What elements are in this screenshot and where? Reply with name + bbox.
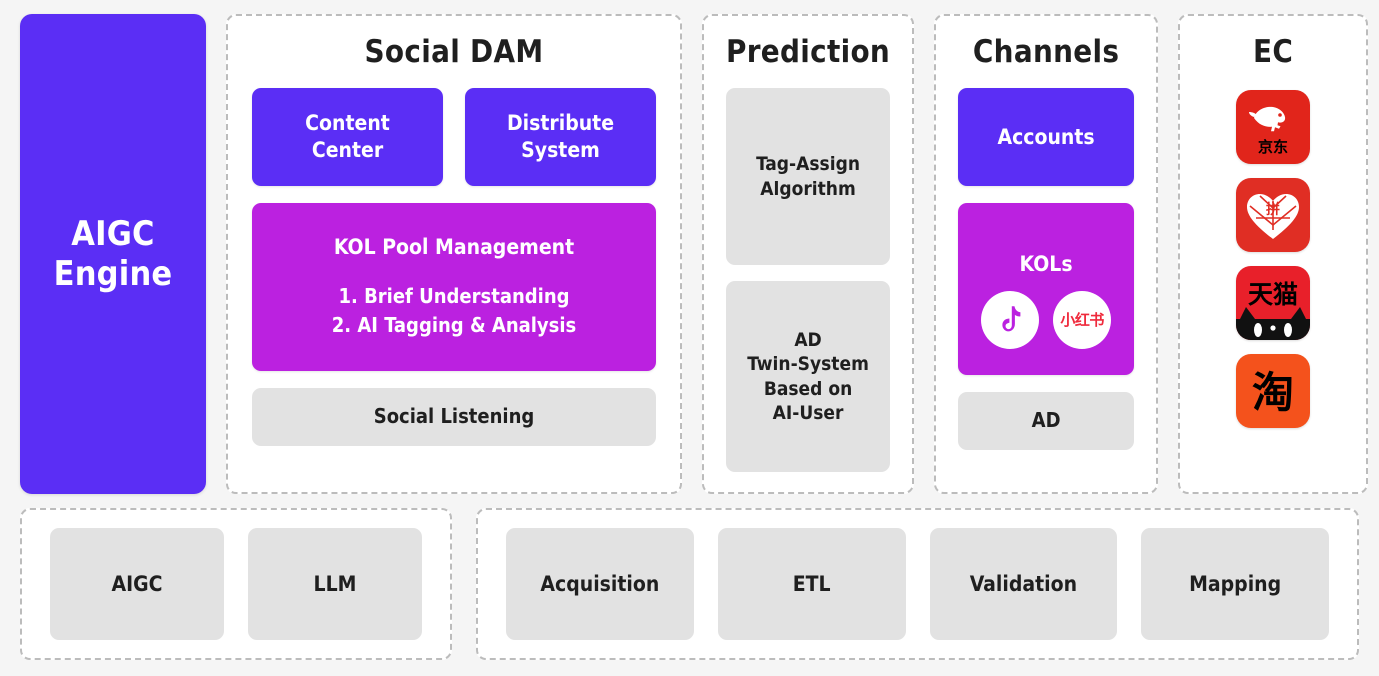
column-prediction: Prediction Tag-Assign Algorithm AD Twin-…: [702, 14, 915, 494]
bottom-region: AIGC LLM Acquisition ETL Validation Mapp…: [20, 508, 1359, 660]
block-kols[interactable]: KOLs 小红书: [958, 203, 1135, 375]
column-ec: EC 京东: [1178, 14, 1369, 494]
tmall-label: 天猫: [1248, 280, 1298, 309]
jd-label: 京东: [1258, 138, 1288, 156]
block-ad-twin-system[interactable]: AD Twin-System Based on AI-User: [726, 281, 891, 472]
column-title-ec: EC: [1253, 34, 1294, 70]
taobao-label: 淘: [1252, 368, 1294, 417]
channels-body: Accounts KOLs 小红书 AD: [958, 88, 1135, 472]
top-region: AIGC Engine Social DAM Content Center Di…: [20, 14, 1369, 494]
ec-logo-stack: 京东 拼: [1202, 88, 1344, 472]
jd-logo[interactable]: 京东: [1236, 90, 1311, 164]
kol-pool-items: 1. Brief Understanding 2. AI Tagging & A…: [331, 284, 577, 338]
block-mapping[interactable]: Mapping: [1141, 528, 1329, 640]
block-distribute-system[interactable]: Distribute System: [465, 88, 656, 186]
block-validation[interactable]: Validation: [929, 528, 1118, 640]
block-etl[interactable]: ETL: [717, 528, 906, 640]
column-title-channels: Channels: [972, 34, 1120, 70]
block-content-center[interactable]: Content Center: [252, 88, 443, 186]
pinduoduo-label: 拼: [1266, 201, 1280, 218]
social-dam-top-row: Content Center Distribute System: [252, 88, 656, 186]
block-aigc[interactable]: AIGC: [50, 528, 224, 640]
pinduoduo-logo[interactable]: 拼: [1236, 178, 1311, 252]
kols-title: KOLs: [1019, 251, 1073, 276]
block-social-listening[interactable]: Social Listening: [252, 388, 656, 446]
block-llm[interactable]: LLM: [248, 528, 422, 640]
taobao-logo[interactable]: 淘: [1236, 354, 1311, 428]
prediction-body: Tag-Assign Algorithm AD Twin-System Base…: [726, 88, 891, 472]
block-ad[interactable]: AD: [958, 392, 1135, 450]
xiaohongshu-label: 小红书: [1060, 310, 1104, 329]
block-accounts[interactable]: Accounts: [958, 88, 1135, 186]
tmall-logo[interactable]: 天猫: [1236, 266, 1311, 340]
column-channels: Channels Accounts KOLs 小红书: [934, 14, 1159, 494]
douyin-tiktok-logo[interactable]: [981, 291, 1040, 350]
aigc-engine-label: AIGC Engine: [53, 213, 173, 294]
kol-pool-title: KOL Pool Management: [333, 234, 575, 259]
social-dam-body: Content Center Distribute System KOL Poo…: [252, 88, 656, 472]
bottom-group-platform: AIGC LLM: [20, 508, 452, 660]
column-social-dam: Social DAM Content Center Distribute Sys…: [226, 14, 682, 494]
column-title-prediction: Prediction: [726, 34, 891, 70]
block-acquisition[interactable]: Acquisition: [506, 528, 694, 640]
block-kol-pool-management[interactable]: KOL Pool Management 1. Brief Understandi…: [252, 203, 656, 371]
block-tag-assign-algorithm[interactable]: Tag-Assign Algorithm: [726, 88, 891, 265]
kol-platform-logos: 小红书: [981, 291, 1112, 350]
xiaohongshu-logo[interactable]: 小红书: [1053, 291, 1112, 350]
column-title-social-dam: Social DAM: [364, 34, 544, 70]
bottom-group-data-pipeline: Acquisition ETL Validation Mapping: [476, 508, 1359, 660]
aigc-engine-panel[interactable]: AIGC Engine: [20, 14, 206, 494]
